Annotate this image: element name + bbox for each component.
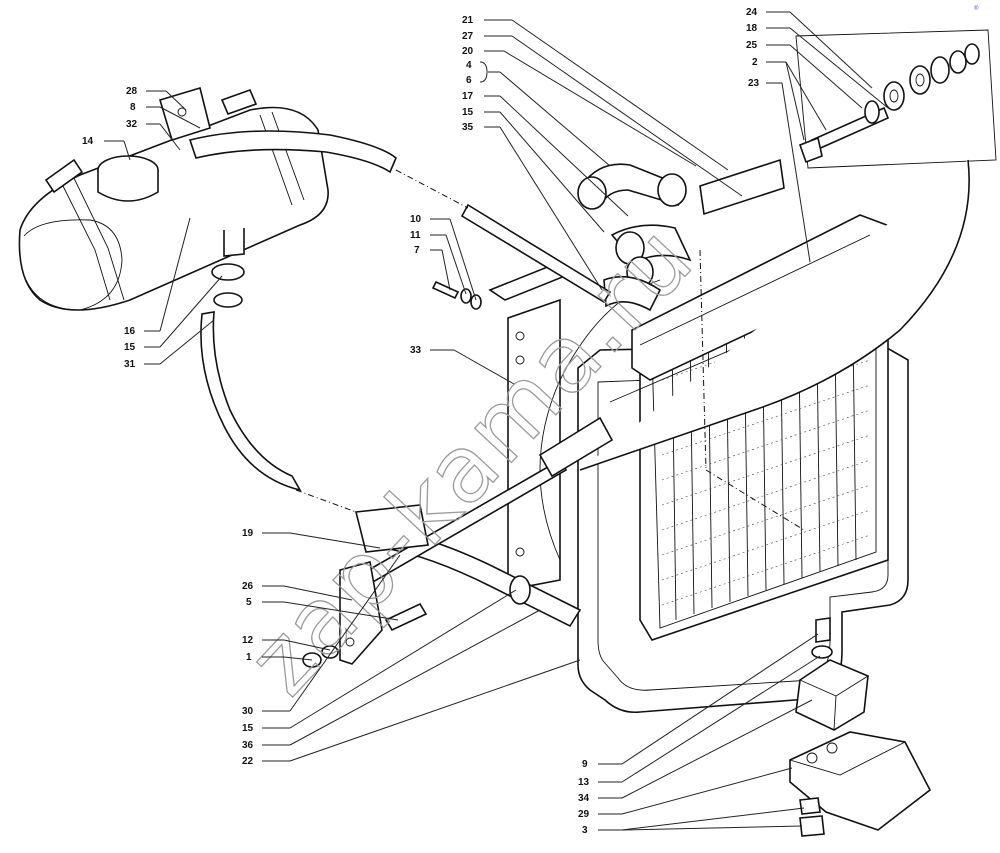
callout-15-bottom: 15 [242, 723, 254, 734]
callout-23: 23 [748, 78, 760, 89]
lower-left-bracket [302, 561, 428, 668]
callout-18: 18 [746, 23, 758, 34]
assembly-axis-lines [295, 169, 805, 531]
callout-15-left: 15 [124, 342, 136, 353]
callout-15-top: 15 [462, 107, 474, 118]
expansion-tank [18, 86, 329, 311]
callout-19: 19 [242, 528, 254, 539]
callout-22: 22 [242, 756, 254, 767]
callout-11: 11 [410, 230, 421, 241]
callout-29: 29 [578, 809, 590, 820]
callout-17: 17 [462, 91, 474, 102]
callout-35: 35 [462, 122, 474, 133]
callout-32: 32 [126, 119, 138, 130]
callout-36: 36 [242, 740, 254, 751]
callout-3: 3 [582, 825, 588, 836]
callout-12: 12 [242, 635, 254, 646]
callout-4: 4 [466, 60, 472, 71]
callout-6: 6 [466, 75, 472, 86]
upper-hoses [577, 163, 692, 312]
callout-16: 16 [124, 326, 136, 337]
callout-13: 13 [578, 777, 590, 788]
callout-2: 2 [752, 57, 758, 68]
callout-8: 8 [130, 102, 136, 113]
corner-mark: ® [974, 5, 979, 12]
callout-leaders [104, 11, 889, 831]
callout-34: 34 [578, 793, 590, 804]
bolt-assembly-detail [579, 29, 997, 471]
callout-9: 9 [582, 759, 588, 770]
callout-1: 1 [246, 652, 252, 663]
callout-27: 27 [462, 31, 474, 42]
callout-21: 21 [462, 15, 474, 26]
callout-26: 26 [242, 581, 254, 592]
callout-labels: 21 27 20 4 6 17 15 35 24 18 25 2 23 28 8… [82, 7, 760, 836]
callout-24: 24 [746, 7, 758, 18]
callout-25: 25 [746, 40, 758, 51]
callout-20: 20 [462, 46, 474, 57]
callout-7: 7 [414, 245, 420, 256]
callout-33: 33 [410, 345, 422, 356]
callout-5: 5 [246, 597, 252, 608]
callout-31: 31 [124, 359, 136, 370]
callout-14: 14 [82, 136, 94, 147]
callout-28: 28 [126, 86, 138, 97]
radiator-mount [789, 617, 932, 837]
callout-10: 10 [410, 214, 422, 225]
callout-30: 30 [242, 706, 254, 717]
small-fasteners [431, 280, 482, 310]
